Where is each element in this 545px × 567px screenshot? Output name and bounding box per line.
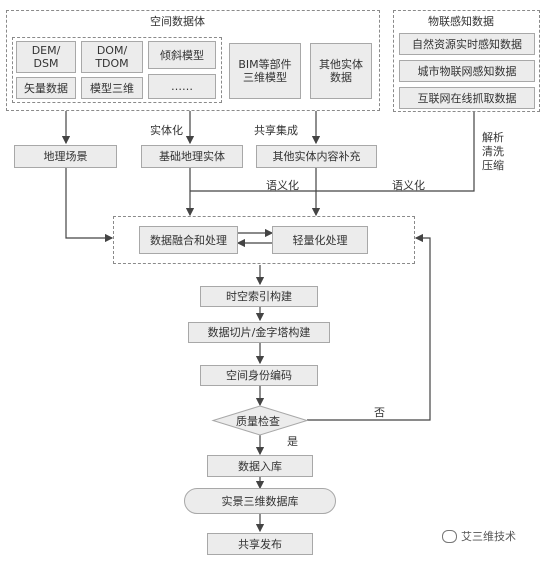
vector-data-node: 矢量数据 bbox=[16, 77, 76, 99]
semantic-label-2: 语义化 bbox=[392, 179, 425, 192]
entity-label: 实体化 bbox=[150, 124, 183, 137]
internet-crawl-node: 互联网在线抓取数据 bbox=[399, 87, 535, 109]
wechat-icon bbox=[442, 529, 457, 543]
entity-supplement-node: 其他实体内容补充 bbox=[256, 145, 377, 168]
yes-label: 是 bbox=[287, 435, 298, 448]
database-node: 实景三维数据库 bbox=[184, 488, 336, 514]
geo-scene-node: 地理场景 bbox=[14, 145, 117, 168]
3d-model-node: 模型三维 bbox=[81, 77, 143, 99]
dem-dsm-node: DEM/ DSM bbox=[16, 41, 76, 73]
processing-group bbox=[113, 216, 415, 264]
spatial-data-inner-group bbox=[12, 37, 222, 103]
fusion-node: 数据融合和处理 bbox=[139, 226, 238, 254]
no-label: 否 bbox=[374, 406, 385, 419]
lightweight-node: 轻量化处理 bbox=[272, 226, 368, 254]
watermark: 艾三维技术 bbox=[442, 528, 516, 544]
more-node: …… bbox=[148, 74, 216, 99]
watermark-text: 艾三维技术 bbox=[461, 530, 516, 543]
publish-node: 共享发布 bbox=[207, 533, 313, 555]
quality-check-diamond bbox=[211, 405, 309, 436]
tiling-node: 数据切片/金字塔构建 bbox=[188, 322, 330, 343]
quality-check-label: 质量检查 bbox=[236, 415, 280, 428]
urban-iot-sensing-node: 城市物联网感知数据 bbox=[399, 60, 535, 82]
iot-data-title: 物联感知数据 bbox=[428, 15, 494, 28]
dom-tdom-node: DOM/ TDOM bbox=[81, 41, 143, 73]
identity-code-node: 空间身份编码 bbox=[200, 365, 318, 386]
semantic-label-1: 语义化 bbox=[266, 179, 299, 192]
parse-label: 解析 清洗 压缩 bbox=[482, 131, 504, 172]
storage-node: 数据入库 bbox=[207, 455, 313, 477]
spatial-data-title: 空间数据体 bbox=[150, 15, 205, 28]
other-entity-node: 其他实体 数据 bbox=[310, 43, 372, 99]
natural-resource-sensing-node: 自然资源实时感知数据 bbox=[399, 33, 535, 55]
share-label: 共享集成 bbox=[254, 124, 298, 137]
spatial-data-group bbox=[6, 10, 380, 111]
bim-model-node: BIM等部件 三维模型 bbox=[229, 43, 301, 99]
iot-data-group bbox=[393, 10, 540, 112]
base-entity-node: 基础地理实体 bbox=[141, 145, 243, 168]
spatiotemporal-index-node: 时空索引构建 bbox=[200, 286, 318, 307]
oblique-model-node: 倾斜模型 bbox=[148, 41, 216, 69]
